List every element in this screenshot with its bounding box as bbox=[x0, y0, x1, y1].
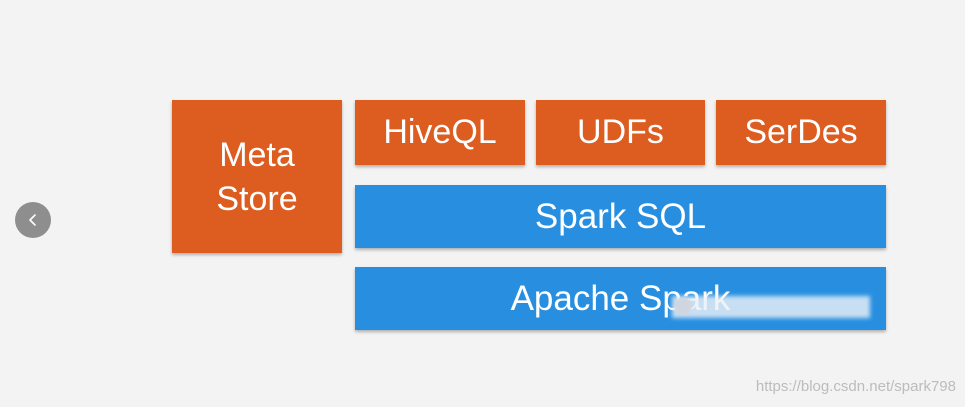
watermark-overlay bbox=[672, 296, 870, 318]
udfs-block: UDFs bbox=[536, 100, 705, 165]
spark-sql-block: Spark SQL bbox=[355, 185, 886, 248]
watermark-url: https://blog.csdn.net/spark798 bbox=[755, 378, 956, 395]
previous-slide-button[interactable] bbox=[15, 202, 51, 238]
hiveql-block: HiveQL bbox=[355, 100, 525, 165]
serdes-block: SerDes bbox=[716, 100, 886, 165]
meta-store-block: Meta Store bbox=[172, 100, 342, 253]
chevron-left-icon bbox=[29, 214, 36, 226]
watermark-logo-icon bbox=[674, 297, 692, 315]
